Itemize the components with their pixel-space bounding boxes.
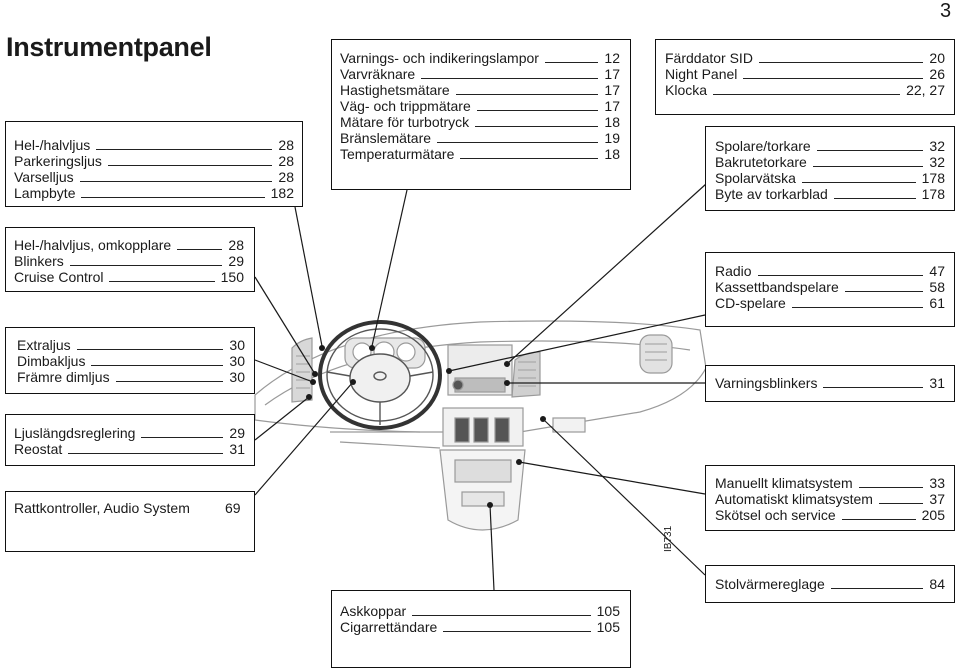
lights-box <box>5 121 303 207</box>
figure-code: IB731 <box>663 525 674 552</box>
page-number: 3 <box>940 0 952 22</box>
steering-label: Rattkontroller, Audio System <box>14 500 190 516</box>
sid-box <box>655 39 955 115</box>
hazard-box <box>705 365 955 402</box>
wiper-box <box>705 126 955 211</box>
audio-box <box>705 252 955 327</box>
gauges-box <box>331 39 631 190</box>
seat-heater-box <box>705 565 955 603</box>
ashtray-box <box>331 590 631 668</box>
extra-lights-box <box>5 327 255 394</box>
steering-page: 69 <box>225 500 241 516</box>
steering-box <box>5 491 255 552</box>
climate-box <box>705 465 955 531</box>
level-box <box>5 414 255 466</box>
page-title: Instrumentpanel <box>6 32 212 62</box>
